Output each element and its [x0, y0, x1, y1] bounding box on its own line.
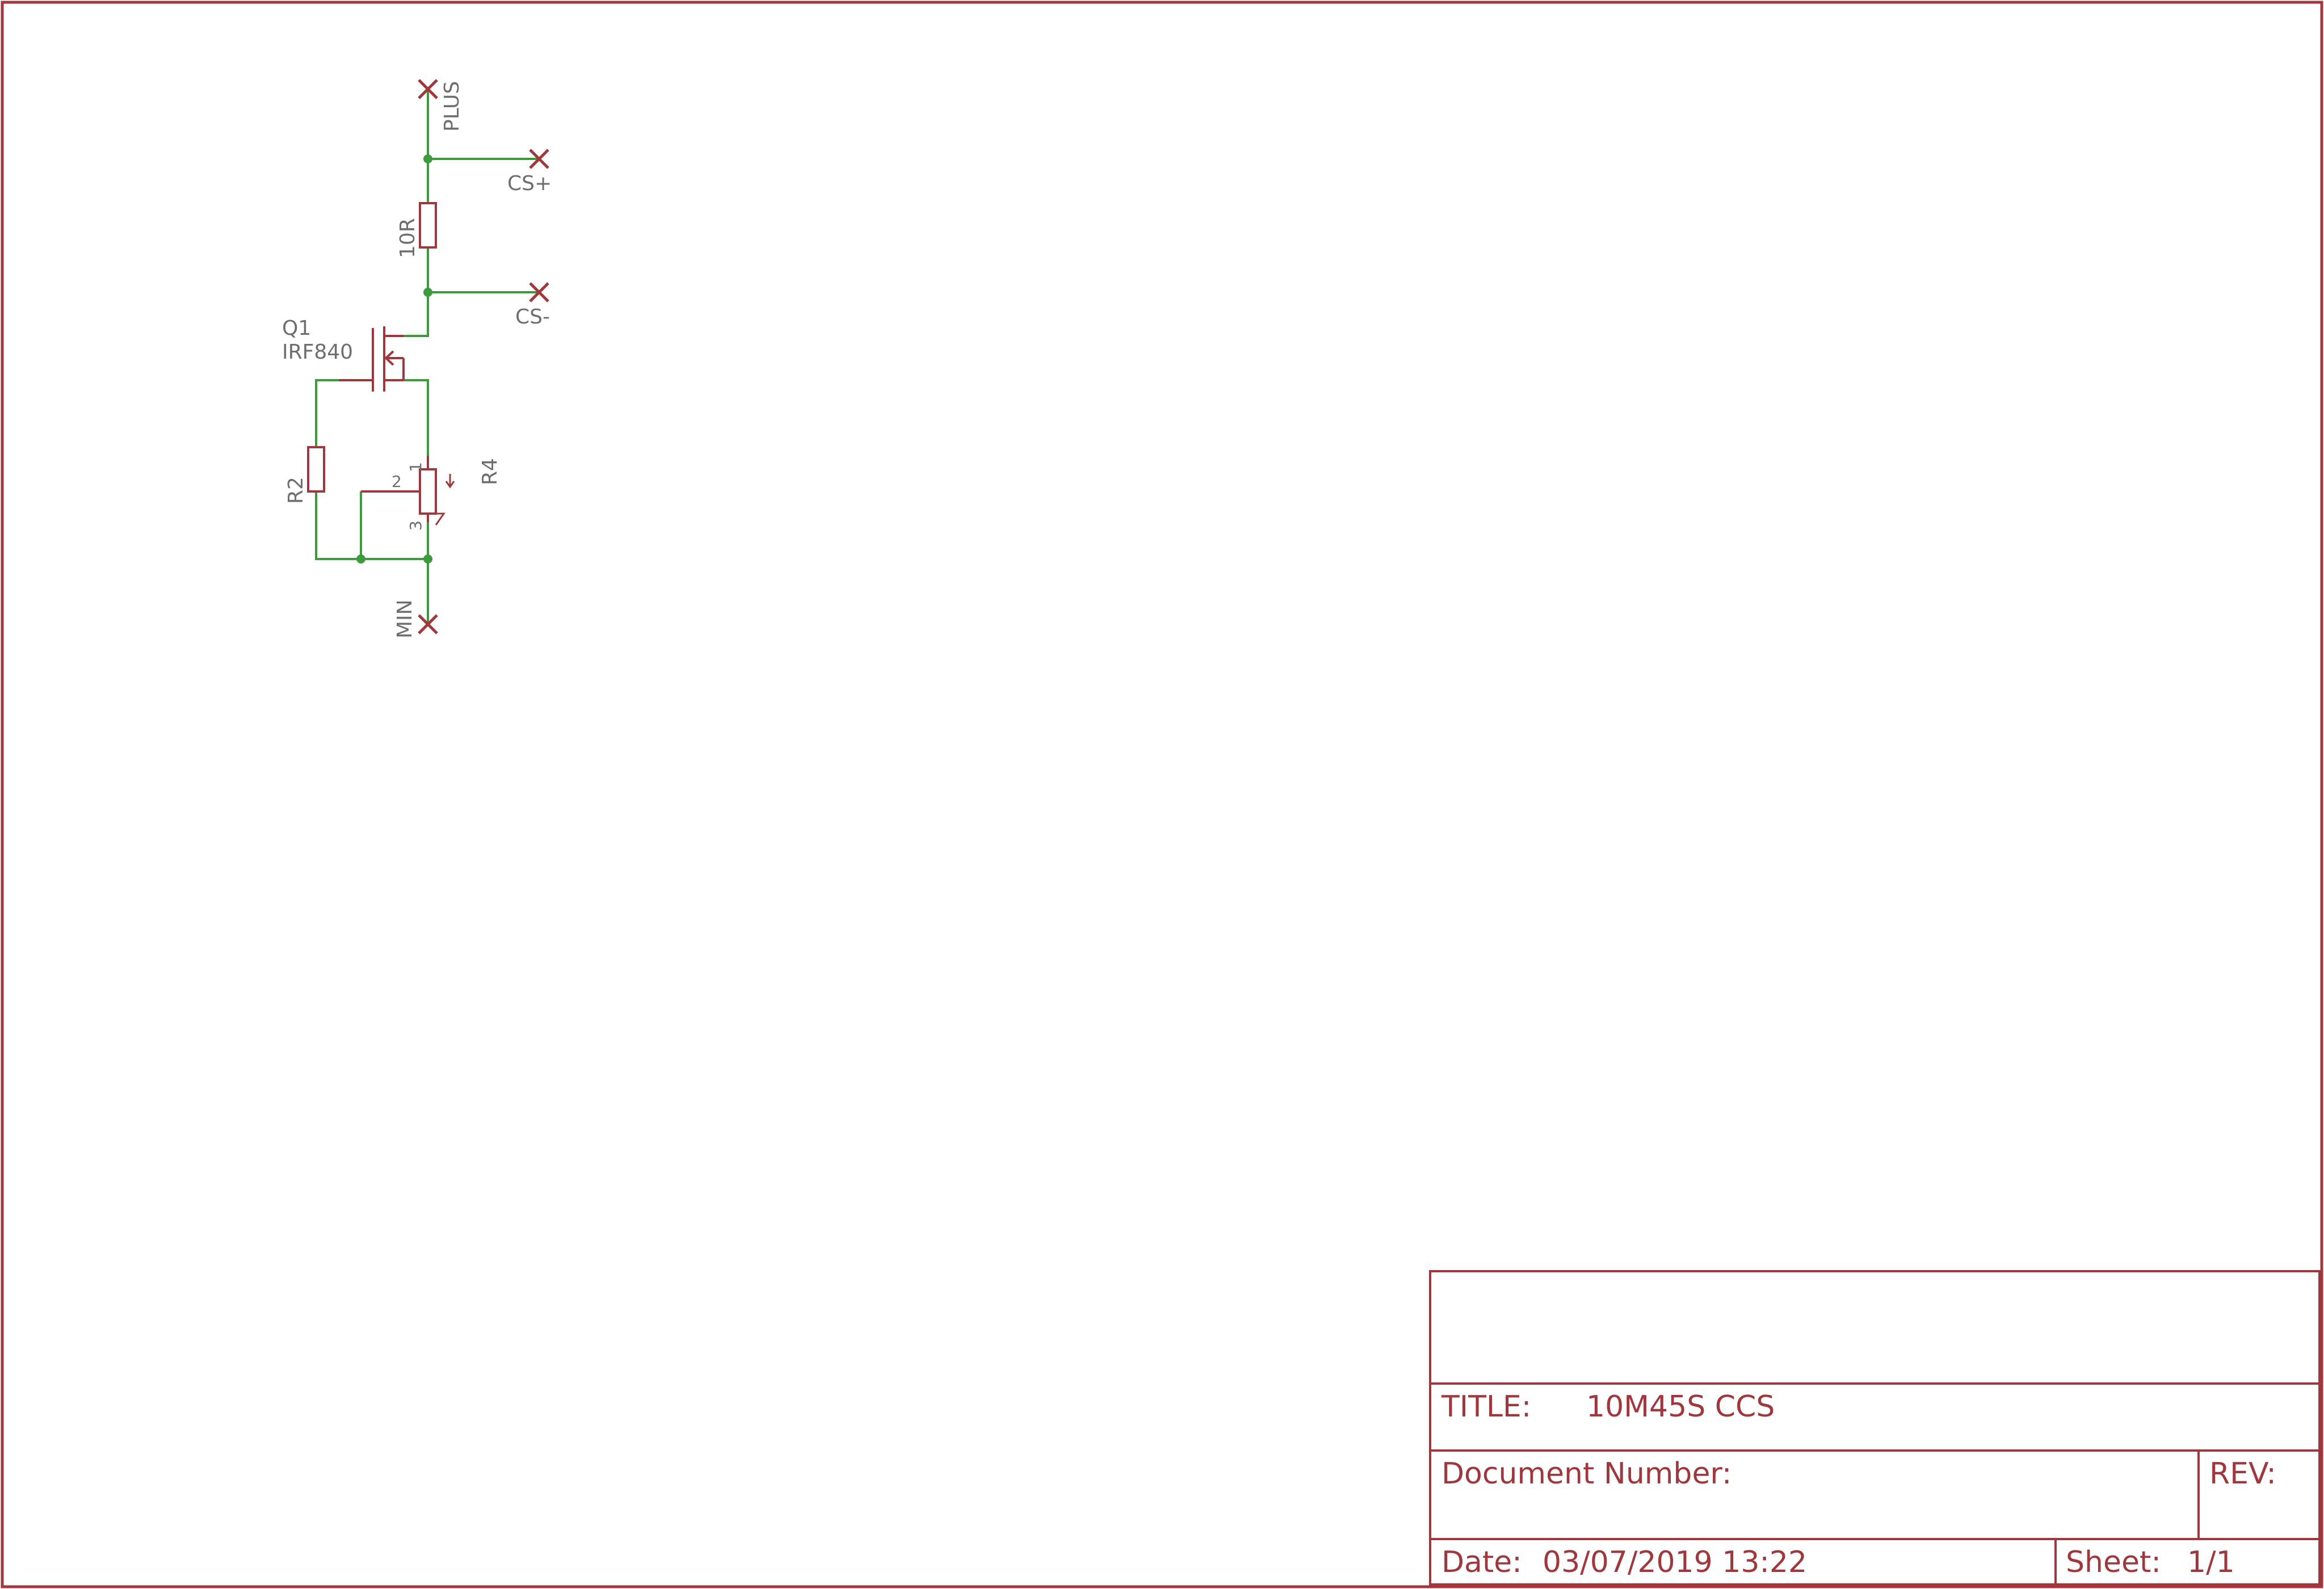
junction-dot — [423, 154, 432, 163]
net-label-min: MIN — [393, 599, 417, 638]
resistor-r2-symbol — [307, 446, 325, 493]
r4-pin-1-label: 1 — [406, 462, 425, 472]
net-marker-x-cs-plus — [529, 149, 549, 169]
wire-source-to-r4 — [404, 379, 429, 469]
wire-r2-to-ground — [315, 491, 428, 560]
net-label-plus: PLUS — [440, 81, 464, 132]
date-label: Date: — [1442, 1545, 1522, 1579]
sheet-value: 1/1 — [2187, 1545, 2235, 1579]
junction-dot — [423, 288, 432, 297]
r4-body — [419, 468, 437, 515]
component-ref-r2: R2 — [284, 477, 308, 504]
net-marker-x-cs-minus — [529, 282, 549, 302]
q1-body-arrow — [384, 350, 394, 366]
net-label-cs-minus: CS- — [515, 305, 550, 329]
component-ref-q1: Q1 — [282, 317, 311, 340]
net-label-cs-plus: CS+ — [507, 172, 552, 195]
net-marker-x-plus — [418, 79, 438, 99]
sheet-label: Sheet: — [2066, 1545, 2161, 1579]
r4-pin-3-label: 3 — [406, 520, 425, 531]
rev-label: REV: — [2209, 1457, 2276, 1491]
resistor-10r-symbol — [419, 202, 437, 249]
wire-resistor-to-drain — [404, 247, 429, 337]
net-markers — [418, 79, 549, 634]
r4-pin-2-label: 2 — [392, 472, 402, 491]
component-value-10r: 10R — [396, 218, 419, 258]
wire-gate-to-r2 — [315, 379, 339, 447]
title-value: 10M45S CCS — [1586, 1390, 1775, 1424]
junction-dot — [423, 554, 432, 564]
r4-adjust-arrow — [435, 474, 455, 526]
title-label: TITLE: — [1441, 1390, 1531, 1424]
junction-dot — [356, 554, 365, 564]
component-ref-r4: R4 — [478, 458, 502, 485]
component-value-q1: IRF840 — [282, 340, 353, 364]
junctions — [356, 154, 432, 564]
potentiometer-r4-symbol — [361, 456, 455, 526]
title-block: TITLE: 10M45S CCS Document Number: REV: … — [1429, 1270, 2321, 1586]
document-number-label: Document Number: — [1442, 1457, 1732, 1491]
net-marker-x-min — [418, 614, 438, 634]
date-value: 03/07/2019 13:22 — [1543, 1545, 1807, 1579]
title-block-frame — [1429, 1270, 2321, 1586]
mosfet-q1-symbol — [339, 326, 405, 392]
wires — [315, 89, 539, 624]
